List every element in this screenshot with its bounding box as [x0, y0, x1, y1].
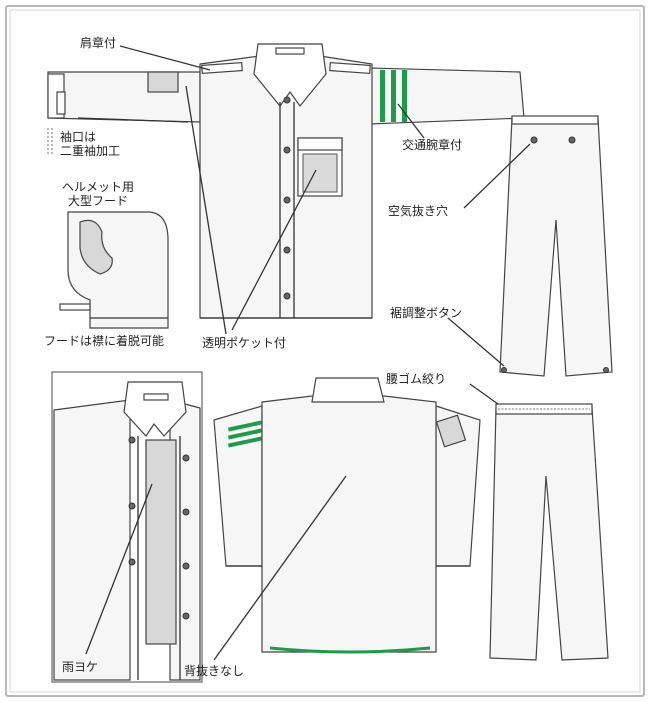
pants-waistband-top [511, 115, 599, 125]
front-button [283, 246, 291, 254]
hem-button [603, 367, 609, 373]
hem-button [501, 367, 507, 373]
leader-hem-button [447, 317, 505, 367]
inner-placket-inset [51, 371, 203, 683]
shoulder-strap-right [329, 61, 371, 75]
leader-waist-elastic [469, 383, 499, 405]
back-armband-stripe [227, 428, 263, 440]
leader-shoulder-strap [119, 45, 211, 71]
label-rain-guard: 雨ヨケ [62, 660, 99, 674]
back-collar [311, 377, 385, 403]
helmet-hood [59, 211, 169, 329]
pocket-window [302, 153, 338, 193]
back-hem-green [269, 646, 431, 654]
front-jacket [47, 43, 525, 319]
inner-border [9, 9, 641, 693]
label-detachable-hood: フードは襟に着脱可能 [44, 334, 165, 348]
front-button [283, 146, 291, 154]
cuff-tab [56, 91, 66, 115]
air-vent-hole [568, 136, 576, 144]
label-air-vent: 空気抜き穴 [388, 204, 449, 218]
pants-body-bottom [489, 407, 609, 661]
label-helmet-hood: ヘルメット用 大型フード [62, 180, 135, 209]
rain-guard-panel [145, 439, 177, 645]
label-double-cuff: 袖口は 二重袖加工 [60, 130, 121, 159]
back-body [261, 395, 437, 653]
outer-border [5, 5, 645, 697]
armband-stripe [380, 70, 385, 122]
label-no-back-vent: 背抜きなし [184, 664, 245, 678]
leader-pocket-2 [231, 169, 317, 331]
leader-rain-guard [85, 483, 153, 655]
armband-stripe [391, 70, 396, 122]
inset-collar [123, 381, 187, 437]
front-button [283, 292, 291, 300]
back-armband-stripe [227, 436, 263, 448]
front-pants [499, 115, 613, 377]
label-traffic-armband: 交通腕章付 [402, 138, 463, 152]
hood-face-opening [79, 219, 113, 275]
leader-lines [77, 45, 531, 661]
front-collar [253, 43, 327, 107]
leader-air-vent [463, 143, 531, 209]
leader-double-cuff [77, 117, 189, 123]
leader-armband [397, 103, 425, 139]
back-jacket [213, 377, 481, 654]
pants-body-top [499, 117, 613, 377]
armband-stripe [402, 70, 407, 122]
back-sleeve-patch [435, 414, 467, 448]
leader-back-vent [213, 475, 347, 661]
air-vent-hole [530, 136, 538, 144]
label-shoulder-strap: 肩章付 [80, 36, 117, 50]
collar-tab [275, 47, 305, 55]
label-transparent-pocket: 透明ポケット付 [202, 336, 287, 350]
label-waist-elastic: 腰ゴム絞り [386, 372, 447, 386]
left-sleeve-patch [147, 71, 179, 93]
front-button [283, 96, 291, 104]
leader-pocket-1 [185, 85, 227, 335]
front-button [283, 196, 291, 204]
inset-collar-tab [143, 393, 169, 401]
back-pants [489, 403, 609, 661]
shoulder-strap-left [201, 61, 243, 75]
hood-tab [59, 303, 91, 311]
back-armband-stripe [227, 420, 263, 432]
pocket-flap [297, 137, 343, 151]
label-hem-button: 裾調整ボタン [390, 306, 463, 320]
